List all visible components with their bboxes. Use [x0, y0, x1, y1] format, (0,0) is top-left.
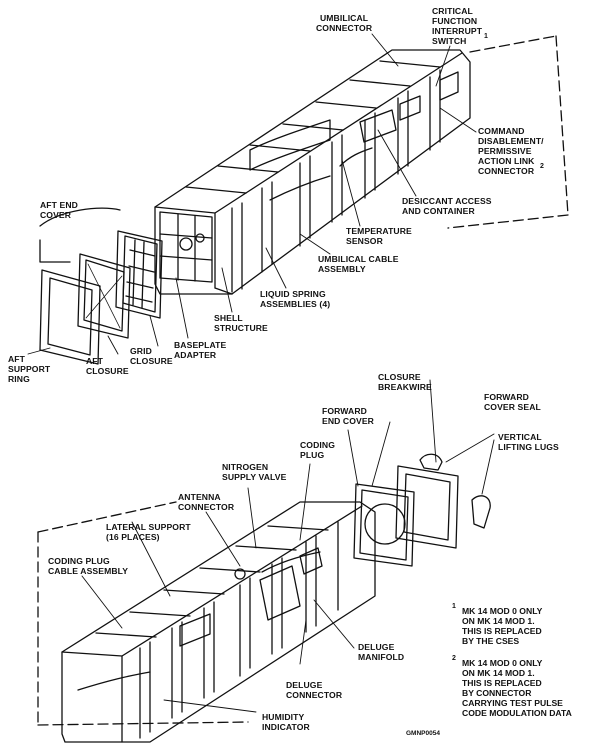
label-desiccant-access: DESICCANT ACCESS AND CONTAINER	[402, 196, 492, 216]
label-umbilical-connector: UMBILICAL CONNECTOR	[316, 13, 373, 33]
footnote-2-number: 2	[452, 655, 456, 662]
label-lateral-support: LATERAL SUPPORT (16 PLACES)	[106, 522, 191, 542]
aft-exploded-parts	[39, 207, 163, 365]
label-temperature-sensor: TEMPERATURE SENSOR	[346, 226, 412, 246]
footnote-1-number: 1	[452, 603, 456, 610]
footnote-1-text: MK 14 MOD 0 ONLY ON MK 14 MOD 1. THIS IS…	[462, 606, 543, 646]
footnote-2-text: MK 14 MOD 0 ONLY ON MK 14 MOD 1. THIS IS…	[462, 658, 572, 718]
upper-canister-body	[154, 35, 569, 295]
label-shell-structure: SHELL STRUCTURE	[214, 313, 268, 333]
forward-exploded-parts	[353, 453, 491, 567]
label-umbilical-cable: UMBILICAL CABLE ASSEMBLY	[318, 254, 399, 274]
label-humidity-indicator: HUMIDITY INDICATOR	[262, 712, 310, 732]
footnote-marker-2: 2	[540, 163, 544, 170]
label-aft-end-cover: AFT END COVER	[40, 200, 78, 220]
label-deluge-manifold: DELUGE MANIFOLD	[358, 642, 405, 662]
label-aft-support-ring: AFT SUPPORT RING	[8, 354, 51, 384]
label-nitrogen-supply-valve: NITROGEN SUPPLY VALVE	[222, 462, 287, 482]
figure-code: GMNP0054	[406, 730, 440, 737]
label-vertical-lifting-lugs: VERTICAL LIFTING LUGS	[498, 432, 559, 452]
lower-leader-lines	[81, 379, 495, 713]
label-liquid-spring: LIQUID SPRING ASSEMBLIES (4)	[260, 289, 331, 309]
label-forward-end-cover: FORWARD END COVER	[322, 406, 374, 426]
label-command-disablement: COMMAND DISABLEMENT/ PERMISSIVE ACTION L…	[478, 126, 544, 176]
label-baseplate-adapter: BASEPLATE ADAPTER	[174, 340, 227, 360]
label-critical-function-switch: CRITICAL FUNCTION INTERRUPT SWITCH	[432, 6, 483, 46]
lower-canister-body	[37, 501, 376, 743]
label-grid-closure: GRID CLOSURE	[130, 346, 173, 366]
upper-leader-lines	[27, 33, 477, 355]
label-forward-cover-seal: FORWARD COVER SEAL	[484, 392, 541, 412]
label-coding-plug-cable: CODING PLUG CABLE ASSEMBLY	[48, 556, 129, 576]
label-closure-breakwire: CLOSURE BREAKWIRE	[378, 372, 432, 392]
label-deluge-connector: DELUGE CONNECTOR	[286, 680, 343, 700]
label-aft-closure: AFT CLOSURE	[86, 356, 129, 376]
label-antenna-connector: ANTENNA CONNECTOR	[178, 492, 235, 512]
footnote-marker-1: 1	[484, 33, 488, 40]
label-coding-plug: CODING PLUG	[300, 440, 335, 460]
